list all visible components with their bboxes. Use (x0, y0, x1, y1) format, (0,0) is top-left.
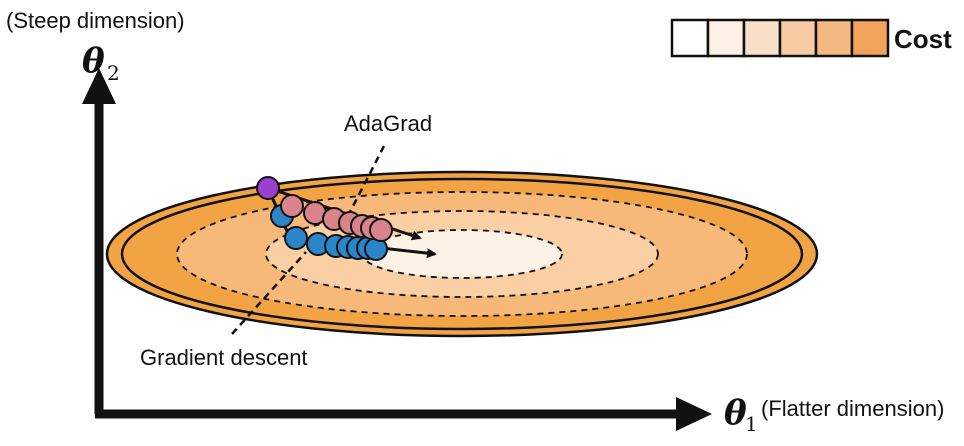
contour-level-4 (361, 229, 563, 279)
legend-swatch-3 (742, 18, 782, 58)
gd-leader-line (231, 251, 307, 335)
adagrad-points (280, 194, 393, 242)
y-axis-arrowhead (82, 68, 116, 104)
legend-swatch-1 (670, 18, 710, 58)
x-axis-subscript: 1 (745, 412, 758, 436)
adagrad-point (369, 218, 393, 242)
adagrad-point (280, 194, 304, 218)
cost-legend: Cost (670, 18, 952, 58)
adagrad-label: AdaGrad (344, 111, 432, 136)
gd-point (284, 226, 308, 250)
cost-contours (105, 170, 819, 338)
legend-swatch-6 (850, 18, 890, 58)
gd-label: Gradient descent (140, 345, 308, 370)
axes (82, 68, 712, 431)
gd-points (270, 204, 388, 261)
x-axis-caption: (Flatter dimension) (761, 396, 944, 421)
legend-label: Cost (894, 24, 952, 54)
legend-swatch-4 (778, 18, 818, 58)
y-axis-caption: (Steep dimension) (6, 8, 185, 33)
start-point (256, 176, 280, 200)
legend-swatch-2 (706, 18, 746, 58)
contour-outer-inner-line (120, 177, 804, 331)
x-axis-symbol: θ (724, 393, 747, 433)
y-axis-symbol: θ (82, 41, 105, 81)
y-axis-subscript: 2 (107, 61, 120, 85)
adagrad-leader-line (348, 145, 386, 213)
x-axis-arrowhead (676, 397, 712, 431)
legend-swatch-5 (814, 18, 854, 58)
